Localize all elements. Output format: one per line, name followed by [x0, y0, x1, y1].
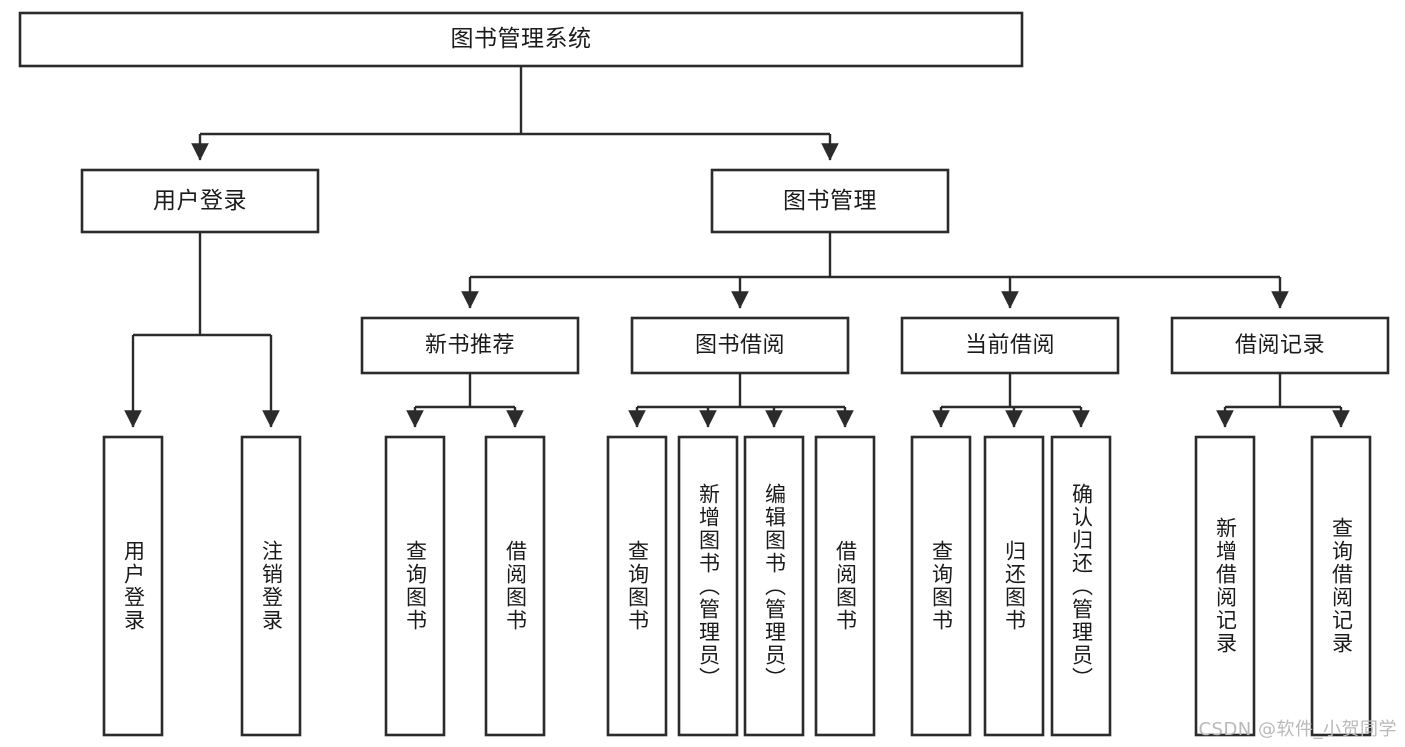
- label-user-login: 用户登录: [153, 187, 247, 214]
- node-box-leaf-user-login[interactable]: [102, 435, 164, 737]
- label-leaf-add-record: 新增借阅记录: [1213, 517, 1238, 655]
- label-leaf-confirm-return: 确认归还（管理员）: [1069, 482, 1094, 690]
- label-leaf-user-login: 用户登录: [121, 540, 146, 632]
- node-box-root[interactable]: [18, 11, 1024, 68]
- node-box-leaf-user-logout[interactable]: [240, 435, 302, 737]
- node-box-leaf-query-book-3[interactable]: [910, 435, 972, 737]
- connector-newbook-to-leaves: [406, 373, 524, 428]
- connector-userlogin-to-leaves: [124, 232, 280, 428]
- node-box-borrow-records[interactable]: [1170, 316, 1390, 375]
- node-box-current-borrow[interactable]: [900, 316, 1120, 375]
- label-leaf-query-book-1: 查询图书: [403, 540, 428, 632]
- label-new-book-recommend: 新书推荐: [424, 332, 515, 358]
- node-box-book-borrow[interactable]: [630, 316, 850, 375]
- label-book-borrow: 图书借阅: [694, 332, 785, 358]
- label-current-borrow: 当前借阅: [964, 332, 1055, 358]
- label-leaf-query-book-3: 查询图书: [929, 540, 954, 632]
- node-box-leaf-query-record[interactable]: [1310, 435, 1372, 737]
- node-box-leaf-query-book-1[interactable]: [384, 435, 446, 737]
- node-box-leaf-add-record[interactable]: [1194, 435, 1256, 737]
- node-box-leaf-borrow-book-1[interactable]: [484, 435, 546, 737]
- connector-bookborrow-to-leaves: [628, 373, 854, 428]
- label-leaf-borrow-book-2: 借阅图书: [833, 540, 858, 632]
- node-box-leaf-add-book[interactable]: [677, 435, 739, 737]
- node-box-leaf-return-book[interactable]: [983, 435, 1045, 737]
- label-leaf-borrow-book-1: 借阅图书: [503, 540, 528, 632]
- label-leaf-return-book: 归还图书: [1002, 540, 1027, 632]
- connector-currentborrow-to-leaves: [932, 373, 1090, 428]
- label-root: 图书管理系统: [450, 26, 592, 53]
- label-book-management: 图书管理: [783, 187, 877, 214]
- label-borrow-records: 借阅记录: [1234, 332, 1325, 358]
- connector-records-to-leaves: [1216, 373, 1350, 428]
- label-leaf-add-book: 新增图书（管理员）: [696, 482, 721, 690]
- connector-root-to-level2: [191, 66, 839, 161]
- node-box-leaf-borrow-book-2[interactable]: [814, 435, 876, 737]
- label-leaf-edit-book: 编辑图书（管理员）: [762, 482, 787, 690]
- node-box-leaf-query-book-2[interactable]: [606, 435, 668, 737]
- label-leaf-query-book-2: 查询图书: [625, 540, 650, 632]
- connector-bookmgmt-to-level3: [461, 232, 1289, 309]
- node-box-book-management[interactable]: [710, 168, 950, 234]
- node-box-leaf-confirm-return[interactable]: [1050, 435, 1112, 737]
- label-leaf-user-logout: 注销登录: [259, 540, 284, 632]
- label-leaf-query-record: 查询借阅记录: [1329, 517, 1354, 655]
- node-box-user-login[interactable]: [80, 168, 320, 234]
- node-box-leaf-edit-book[interactable]: [743, 435, 805, 737]
- node-box-new-book-recommend[interactable]: [360, 316, 580, 375]
